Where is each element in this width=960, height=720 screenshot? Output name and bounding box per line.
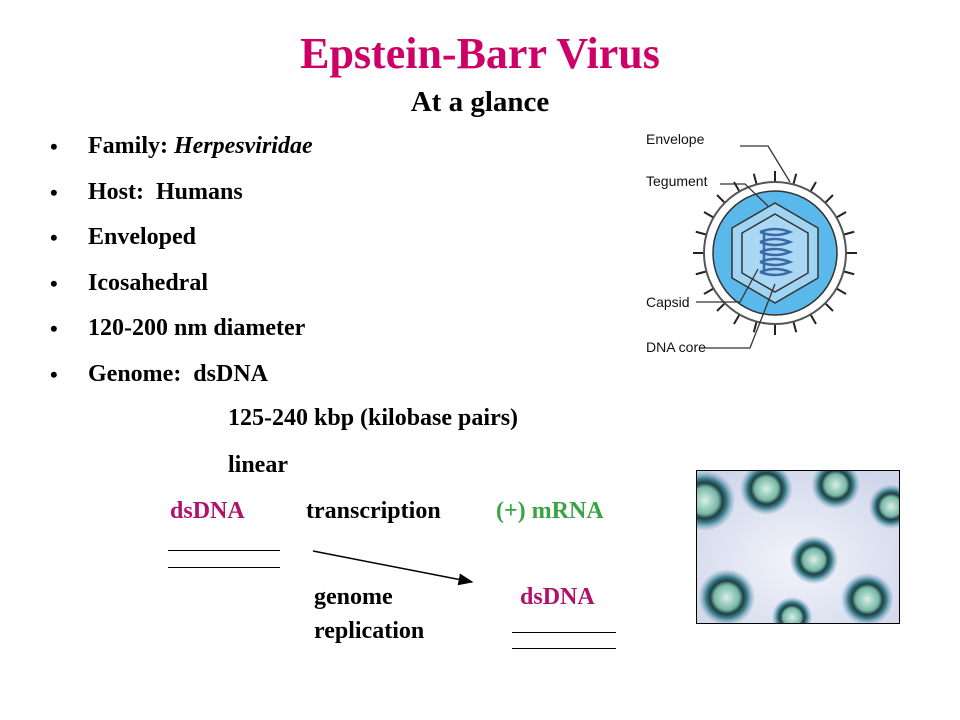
replication-arrow-icon	[312, 550, 474, 586]
bullet-icon: •	[50, 270, 58, 296]
fact-symmetry: • Icosahedral	[50, 261, 313, 307]
bullet-icon: •	[50, 316, 58, 341]
genome-form: linear	[228, 452, 288, 478]
envelope-spike	[733, 313, 741, 325]
envelope-spike	[809, 181, 817, 193]
strand-line-bottom	[168, 567, 280, 568]
flow-genome-label: genome	[314, 584, 393, 610]
slide-title: Epstein-Barr Virus	[300, 29, 660, 78]
envelope-spike	[824, 302, 834, 312]
strand-line-top	[512, 632, 616, 633]
slide-subtitle: At a glance	[0, 86, 960, 119]
fact-label: Enveloped	[88, 224, 197, 250]
dna-core-coil	[759, 227, 794, 277]
label-dna-core: DNA core	[646, 339, 706, 355]
electron-micrograph	[696, 470, 900, 624]
fact-label: Host: Humans	[88, 178, 243, 205]
flow-source-dsdna: dsDNA	[170, 498, 245, 524]
envelope-spike	[835, 287, 847, 295]
envelope-spike	[695, 230, 707, 236]
strand-line-top	[168, 550, 280, 551]
bullet-icon: •	[50, 179, 58, 205]
envelope-spike	[792, 321, 798, 333]
fact-label: Family:	[88, 133, 174, 159]
bullet-icon: •	[50, 225, 58, 250]
envelope-spike	[716, 302, 726, 312]
genome-size: 125-240 kbp (kilobase pairs)	[228, 405, 519, 431]
label-envelope: Envelope	[646, 131, 705, 147]
envelope-spike	[703, 287, 715, 295]
bullet-icon: •	[50, 134, 58, 159]
fact-host: • Host: Humans	[50, 170, 313, 216]
envelope-spike	[792, 173, 798, 185]
envelope-spike	[695, 270, 707, 276]
flow-replication-label: replication	[314, 618, 425, 644]
flow-target-dsdna: dsDNA	[520, 584, 595, 610]
envelope-spike	[809, 313, 817, 325]
label-tegument: Tegument	[646, 173, 708, 189]
strand-line-bottom	[512, 648, 616, 649]
fact-family: • Family: Herpesviridae	[50, 124, 313, 170]
fact-label: Genome: dsDNA	[88, 360, 268, 387]
flow-transcription-label: transcription	[306, 498, 441, 524]
fact-genome: • Genome: dsDNA	[50, 352, 313, 398]
fact-diameter: • 120-200 nm diameter	[50, 306, 313, 352]
envelope-spike	[752, 321, 758, 333]
envelope-spike	[752, 173, 758, 185]
fact-envelope: • Enveloped	[50, 215, 313, 261]
label-capsid: Capsid	[646, 294, 690, 310]
envelope-spike	[824, 194, 834, 204]
envelope-spike	[835, 211, 847, 219]
fact-label: Icosahedral	[88, 269, 208, 296]
virion-diagram: Envelope Tegument Capsid DNA core	[646, 131, 857, 355]
slide-subtitle-text: At a glance	[410, 86, 550, 118]
bullet-icon: •	[50, 361, 58, 387]
envelope-spike	[703, 211, 715, 219]
family-name: Herpesviridae	[173, 133, 313, 159]
envelope-spike	[843, 270, 855, 276]
envelope-spike	[716, 194, 726, 204]
fact-list: • Family: Herpesviridae • Host: Humans • En…	[50, 124, 313, 397]
flow-product-mrna: (+) mRNA	[496, 498, 604, 524]
fact-label: 120-200 nm diameter	[88, 315, 306, 341]
envelope-spike	[843, 230, 855, 236]
